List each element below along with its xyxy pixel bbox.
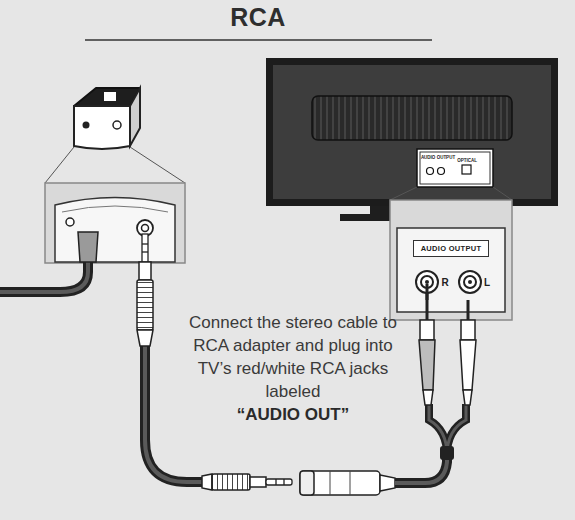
power-plug (78, 232, 98, 262)
adapter-logo (104, 92, 116, 101)
rca-adapter-strain-relief (380, 475, 395, 491)
tv (266, 58, 558, 221)
tv-optical-port (462, 165, 471, 174)
instruction-emphasis: “AUDIO OUT” (188, 403, 398, 426)
tv-vent (312, 96, 512, 140)
adapter-inset (45, 183, 185, 263)
tv-back-panel (273, 65, 551, 199)
callout-line (45, 147, 74, 183)
cable-highlight (0, 262, 88, 292)
cable (0, 262, 88, 292)
plug-ring (275, 479, 276, 485)
instruction-text: Connect the stereo cable to RCA adapter … (189, 313, 397, 401)
plug-sleeve (250, 477, 266, 487)
audio-output-inset (390, 200, 512, 320)
page-title: RCA (230, 3, 286, 32)
plug-ring (142, 243, 148, 244)
plug-sleeve (139, 262, 151, 280)
power-cable (0, 232, 98, 292)
plug-body (212, 474, 250, 490)
inset-panel (397, 228, 505, 312)
rca-adapter-mouth (300, 471, 314, 495)
callout-line (390, 187, 417, 200)
tv-port-jack (438, 168, 445, 175)
inset-frame (390, 200, 512, 320)
insert-line (426, 292, 429, 300)
instruction-note: Connect the stereo cable to RCA adapter … (188, 311, 398, 426)
inset-frame (45, 183, 185, 263)
plug-strain-relief (137, 330, 153, 346)
rca-collar (461, 320, 475, 340)
rca-collar (420, 320, 434, 340)
tv-port-frame (420, 152, 490, 184)
tv-port-panel (417, 149, 493, 187)
rca-jack-pin (468, 280, 472, 284)
rca-strain-relief (463, 390, 472, 405)
rca-plug-red (419, 340, 435, 390)
tv-port-jack (427, 168, 434, 175)
channel-label: R (441, 277, 448, 288)
rca-jack-pin (425, 280, 429, 284)
cable-splitter (440, 446, 454, 460)
rca-strain-relief (423, 390, 433, 405)
rca-jack-ring (464, 276, 476, 288)
stereo-cable (137, 234, 476, 495)
adapter-front (55, 198, 175, 263)
adapter-body (74, 106, 130, 149)
plug-body (137, 280, 153, 330)
plug-strain-relief (202, 474, 212, 490)
channel-label: L (484, 277, 490, 288)
port-label: OPTICAL (457, 158, 477, 163)
bluetooth-adapter (45, 88, 185, 183)
rca-adapter (300, 471, 380, 495)
callout-line (130, 147, 185, 183)
cable-highlight (395, 450, 447, 483)
rca-plug-white (460, 340, 476, 390)
port-label: AUDIO OUTPUT (421, 155, 455, 160)
adapter-port (113, 121, 121, 129)
plug-tip (266, 479, 292, 485)
rca-adapter-ridge (350, 471, 351, 495)
rca-jack (459, 271, 481, 293)
plug-ring (142, 251, 148, 252)
adapter-edge (62, 206, 168, 212)
adapter-top (74, 88, 140, 106)
audio-output-panel: AUDIO OUTPUT R L (390, 200, 512, 320)
adapter-port (83, 122, 90, 129)
plug-ring (283, 479, 284, 485)
rca-pin (426, 284, 429, 320)
tv-body (266, 58, 558, 206)
power-port (66, 218, 74, 226)
callout-line (493, 187, 512, 200)
adapter-side (130, 88, 140, 146)
rca-pin (467, 300, 470, 320)
plug-tip (142, 234, 148, 262)
panel-label: AUDIO OUTPUT (413, 240, 490, 257)
title-underline (85, 39, 432, 41)
aux-jack-hole (142, 225, 149, 232)
cable (395, 450, 447, 483)
rca-adapter-ridge (330, 471, 331, 495)
